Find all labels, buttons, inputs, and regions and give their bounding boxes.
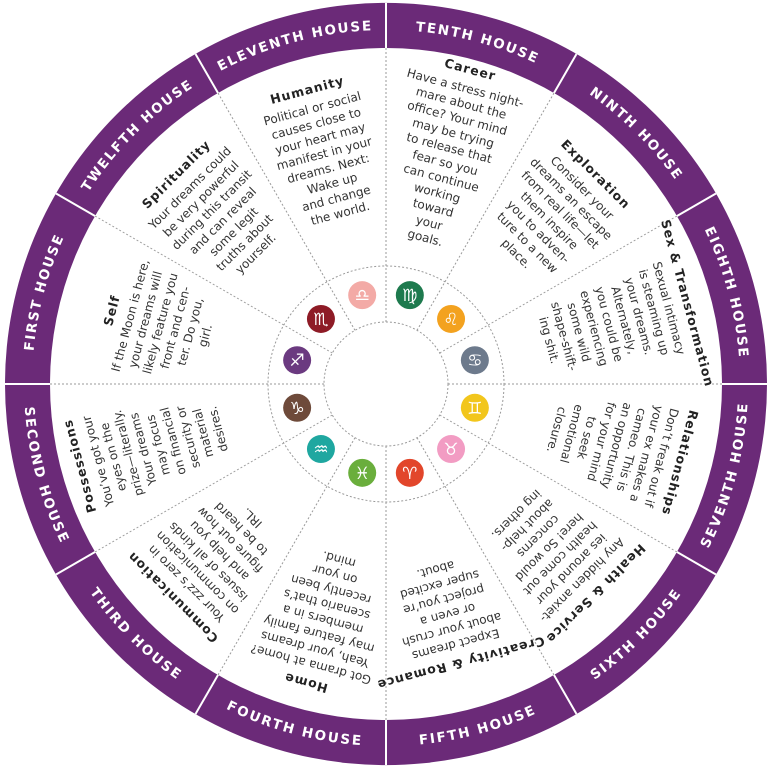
sign-glyph: ♌ [443,310,458,330]
ring-separator [55,550,97,576]
house-divider [487,215,678,326]
house-divider [94,442,285,553]
sign-glyph: ♊ [467,399,482,419]
sign-badge [306,304,335,333]
leo-icon: ♌ [437,304,466,333]
libra-icon: ♎ [348,281,377,310]
virgo-icon: ♍ [395,281,424,310]
house-divider [94,215,285,326]
cancer-icon: ♋ [460,346,489,375]
sign-glyph: ♋ [467,351,482,371]
pisces-icon: ♓ [348,458,377,487]
sign-glyph: ♒ [313,440,328,460]
sign-badge [348,281,377,310]
aquarius-icon: ♒ [306,435,335,464]
ring-separator [675,550,717,576]
sign-glyph: ♓ [355,464,370,484]
sign-divider [439,414,489,444]
house-divider [444,92,555,283]
ring-separator [55,192,97,218]
sign-divider [416,281,446,331]
house-description-line: your [414,213,444,234]
sign-glyph: ♐ [290,351,305,371]
inner-circles [267,265,505,503]
house-heading: Self [100,293,123,327]
sign-badge [348,458,377,487]
outer-ring [4,2,767,766]
sign-glyph: ♎ [355,286,370,306]
ring-separator [552,53,578,95]
sign-glyph: ♑ [290,399,305,419]
house-divider [217,485,328,676]
gemini-icon: ♊ [460,393,489,422]
capricorn-icon: ♑ [283,393,312,422]
sign-badge [395,281,424,310]
sign-ring-circle [267,265,505,503]
house-divider [444,485,555,676]
sign-badge [395,458,424,487]
house-dividers [50,48,722,720]
house-divider [217,92,328,283]
ring-separator [194,673,220,715]
sign-divider [439,324,489,354]
sign-divider [283,414,333,444]
sign-badge [460,393,489,422]
sign-badge [306,435,335,464]
sign-divider [416,437,446,487]
aries-icon: ♈ [395,458,424,487]
ring-separator [194,53,220,95]
scorpio-icon: ♏ [306,304,335,333]
sign-glyph: ♉ [443,440,458,460]
sign-badge [283,346,312,375]
taurus-icon: ♉ [437,435,466,464]
sign-divider [326,281,356,331]
sign-glyph: ♈ [402,464,417,484]
house-description-line: girl. [196,323,215,349]
center-hub [323,321,449,447]
sign-badge [283,393,312,422]
sign-badge [437,435,466,464]
ring-separator [675,192,717,218]
zodiac-signs: ♐ ♑ ♒ ♓ ♈ ♉ ♊ ♋ ♌ ♍ ♎ ♏ [283,281,489,487]
sign-badge [437,304,466,333]
sign-glyph: ♏ [313,310,328,330]
ring-separator [552,673,578,715]
sagittarius-icon: ♐ [283,346,312,375]
sign-divider [283,324,333,354]
sign-glyph: ♍ [402,286,417,306]
sign-badge [460,346,489,375]
house-divider [487,442,678,553]
sign-divider [326,437,356,487]
